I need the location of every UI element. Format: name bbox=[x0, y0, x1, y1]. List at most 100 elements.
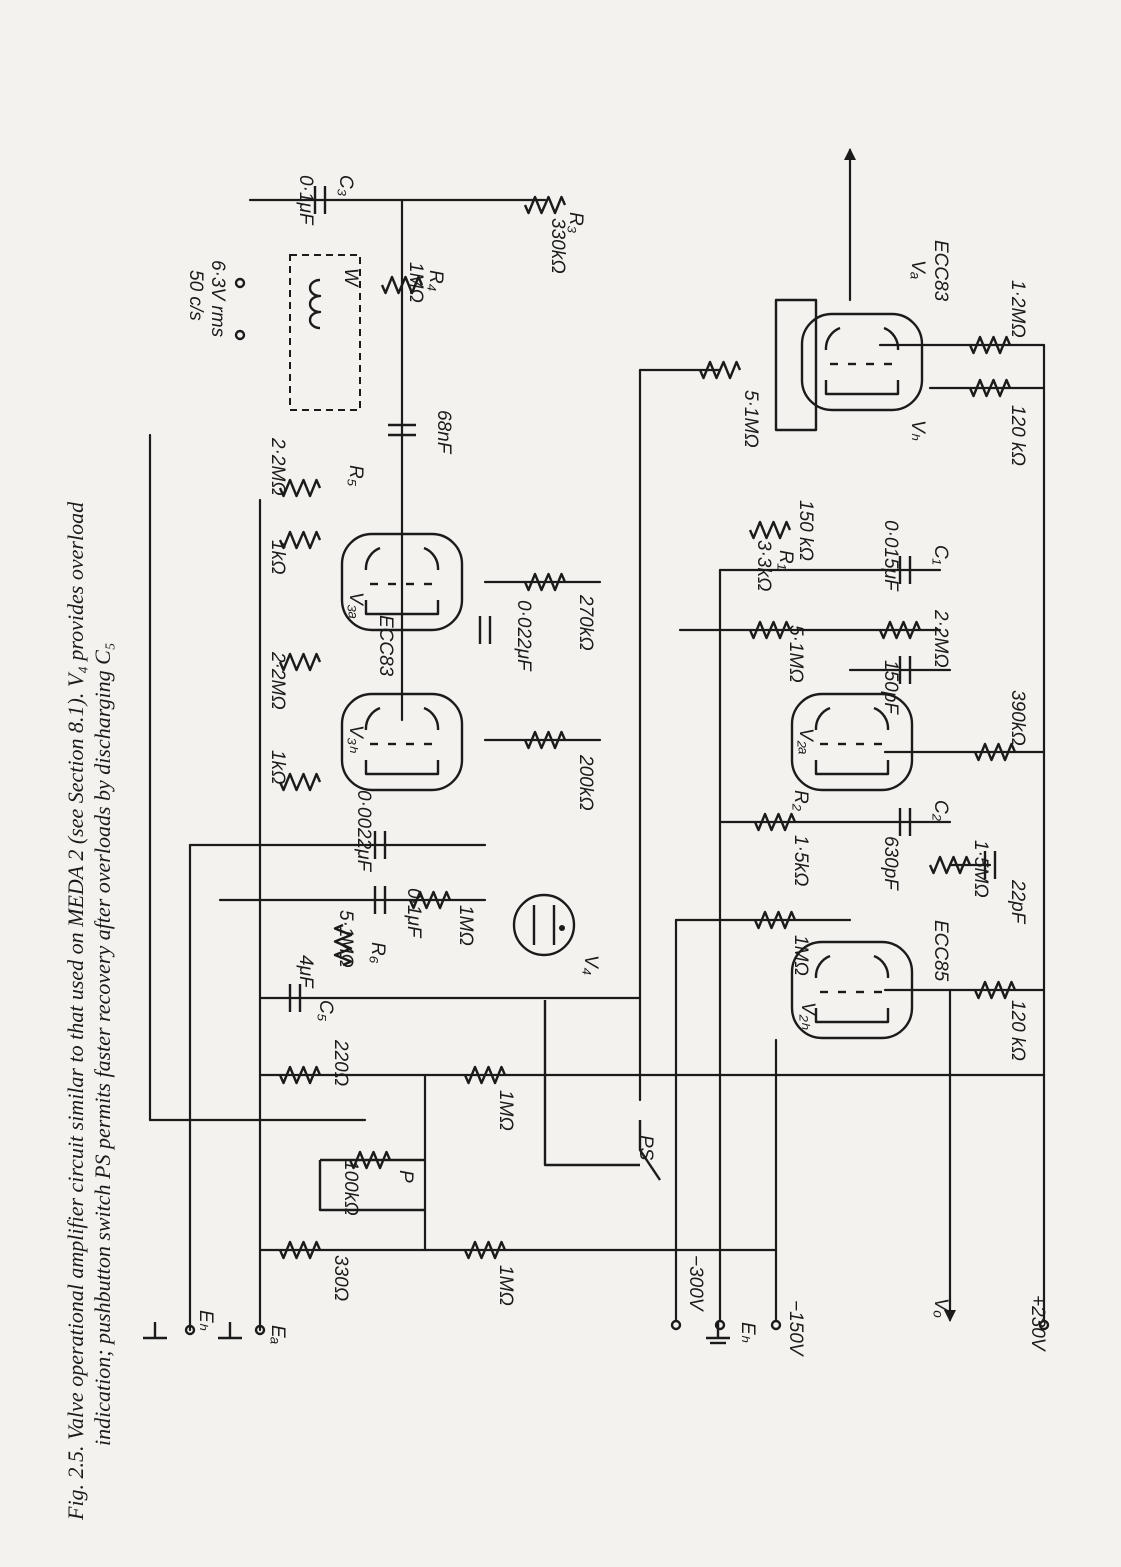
label-c3: C₃ bbox=[335, 175, 356, 197]
label-220: 220Ω bbox=[330, 1039, 351, 1086]
label-vb: Vₕ bbox=[907, 420, 928, 441]
resistor-1M-e bbox=[463, 1240, 507, 1260]
label-r5: R₅ bbox=[345, 465, 366, 487]
label-0-1uF: 0·1μF bbox=[295, 175, 316, 226]
resistor-1-2M bbox=[968, 335, 1012, 355]
label-1-2M: 1·2MΩ bbox=[1007, 280, 1028, 338]
label-100k: 100kΩ bbox=[340, 1160, 361, 1216]
label-5-1M-c: 5·1MΩ bbox=[335, 910, 356, 968]
figure-caption: Fig. 2.5. Valve operational amplifier ci… bbox=[62, 60, 182, 1520]
caption-line-1: Fig. 2.5. Valve operational amplifier ci… bbox=[63, 501, 88, 1520]
resistor-220 bbox=[278, 1065, 322, 1085]
label-120k-a: 120 kΩ bbox=[1007, 405, 1028, 466]
neon-v4 bbox=[512, 893, 576, 957]
label-22pF: 22pF bbox=[1007, 879, 1028, 925]
resistor-1M-d bbox=[463, 1065, 507, 1085]
label-eb-1: Eₕ bbox=[737, 1322, 758, 1343]
label-v3a: V₃ₐ bbox=[345, 592, 366, 619]
label-v2b: V₂ₕ bbox=[797, 1002, 818, 1030]
pushbutton-ps[interactable] bbox=[543, 1000, 661, 1181]
label-ecc85: ECC85 bbox=[930, 920, 951, 982]
grid-shield-box bbox=[774, 298, 818, 432]
label-630pF: 630pF bbox=[880, 836, 901, 891]
resistor-120k-b bbox=[973, 980, 1017, 1000]
label-0-0022uF: 0·0022μF bbox=[353, 790, 374, 873]
label-r4: R₄ bbox=[425, 270, 446, 291]
label-50cs: 50 c/s bbox=[185, 270, 206, 321]
label-5-1M-b: 5·1MΩ bbox=[785, 625, 806, 683]
resistor-5-1M-a bbox=[698, 360, 742, 380]
ground-eb bbox=[706, 1322, 730, 1345]
label-150pF: 150pF bbox=[880, 660, 901, 715]
label-c2: C₂ bbox=[930, 800, 951, 822]
label-r3: R₃ bbox=[565, 212, 586, 234]
label-v3b: V₃ₕ bbox=[345, 725, 366, 753]
label-1-5k: 1·5kΩ bbox=[790, 835, 811, 886]
label-1M-c: 1MΩ bbox=[455, 905, 476, 946]
label-ecc83-a: ECC83 bbox=[930, 240, 951, 302]
label-ps: PS bbox=[635, 1135, 656, 1161]
heater-coil bbox=[308, 278, 322, 330]
label-vo: Vₒ bbox=[930, 1298, 951, 1318]
ground-ea bbox=[218, 1322, 242, 1340]
label-v2a: V₂ₐ bbox=[795, 728, 816, 755]
label-r6: R₆ bbox=[367, 942, 388, 964]
label-v4: V₄ bbox=[580, 955, 601, 975]
label-68nF: 68nF bbox=[433, 410, 454, 455]
label-minus150: −150V bbox=[785, 1300, 806, 1358]
transformer-box bbox=[289, 254, 361, 411]
label-va: Vₐ bbox=[907, 260, 928, 280]
valve-va-vb-ecc83 bbox=[800, 312, 924, 412]
label-c5: C₅ bbox=[315, 1000, 336, 1022]
label-3-3k: 3·3kΩ bbox=[753, 540, 774, 591]
label-1M-e: 1MΩ bbox=[495, 1265, 516, 1306]
resistor-5-1M-b bbox=[748, 620, 792, 640]
label-0-022uF: 0·022μF bbox=[513, 600, 534, 672]
label-150k: 150 kΩ bbox=[795, 500, 816, 561]
label-4uF: 4μF bbox=[295, 955, 316, 989]
label-ecc83-b: ECC83 bbox=[375, 615, 396, 677]
label-6-3v: 6·3V rms bbox=[207, 260, 228, 338]
resistor-120k-a bbox=[968, 378, 1012, 398]
label-330: 330Ω bbox=[330, 1255, 351, 1301]
label-120k-b: 120 kΩ bbox=[1007, 1000, 1028, 1061]
resistor-2-2M bbox=[878, 620, 922, 640]
label-2-2M-b: 2·2MΩ bbox=[267, 437, 288, 496]
resistor-r2-1-5k bbox=[753, 812, 797, 832]
label-1k-b: 1kΩ bbox=[267, 750, 288, 785]
resistor-390k bbox=[973, 742, 1017, 762]
label-390k: 390kΩ bbox=[1007, 690, 1028, 746]
label-c1-value: 0·015μF bbox=[880, 520, 901, 592]
label-1-5M: 1·5MΩ bbox=[970, 840, 991, 898]
label-plus230: +230V bbox=[1027, 1295, 1048, 1353]
label-1M-d: 1MΩ bbox=[495, 1090, 516, 1131]
label-2-2M-c: 2·2MΩ bbox=[267, 651, 288, 710]
label-minus300: −300V bbox=[685, 1255, 706, 1313]
label-1k-a: 1kΩ bbox=[267, 540, 288, 575]
label-1M-a: 1MΩ bbox=[790, 935, 811, 976]
label-5-1M-a: 5·1MΩ bbox=[740, 390, 761, 448]
label-270k: 270kΩ bbox=[575, 594, 596, 651]
label-200k: 200kΩ bbox=[575, 754, 596, 811]
potentiometer-p bbox=[318, 1158, 425, 1212]
label-0-1uF-b: 0·1μF bbox=[403, 888, 424, 939]
ground-eb-2 bbox=[143, 1322, 167, 1340]
capacitor-0-022uF bbox=[478, 614, 492, 646]
label-eb-2: Eₕ bbox=[195, 1310, 216, 1331]
resistor-330 bbox=[278, 1240, 322, 1260]
caption-line-2: indication; pushbutton switch PS permits… bbox=[90, 642, 115, 1446]
resistor-200k bbox=[523, 730, 567, 750]
resistor-1-5M bbox=[928, 855, 972, 875]
label-c1: C₁ bbox=[930, 545, 951, 565]
label-w: W bbox=[340, 268, 361, 288]
label-r2: R₂ bbox=[790, 790, 811, 812]
label-ea: Eₐ bbox=[267, 1325, 288, 1345]
label-330k: 330kΩ bbox=[547, 218, 568, 274]
label-r1: R₁ bbox=[775, 550, 796, 570]
resistor-270k bbox=[523, 572, 567, 592]
label-2-2M: 2·2MΩ bbox=[930, 609, 951, 668]
resistor-r1-150k bbox=[748, 520, 792, 540]
label-1M-b: 1MΩ bbox=[405, 262, 426, 303]
